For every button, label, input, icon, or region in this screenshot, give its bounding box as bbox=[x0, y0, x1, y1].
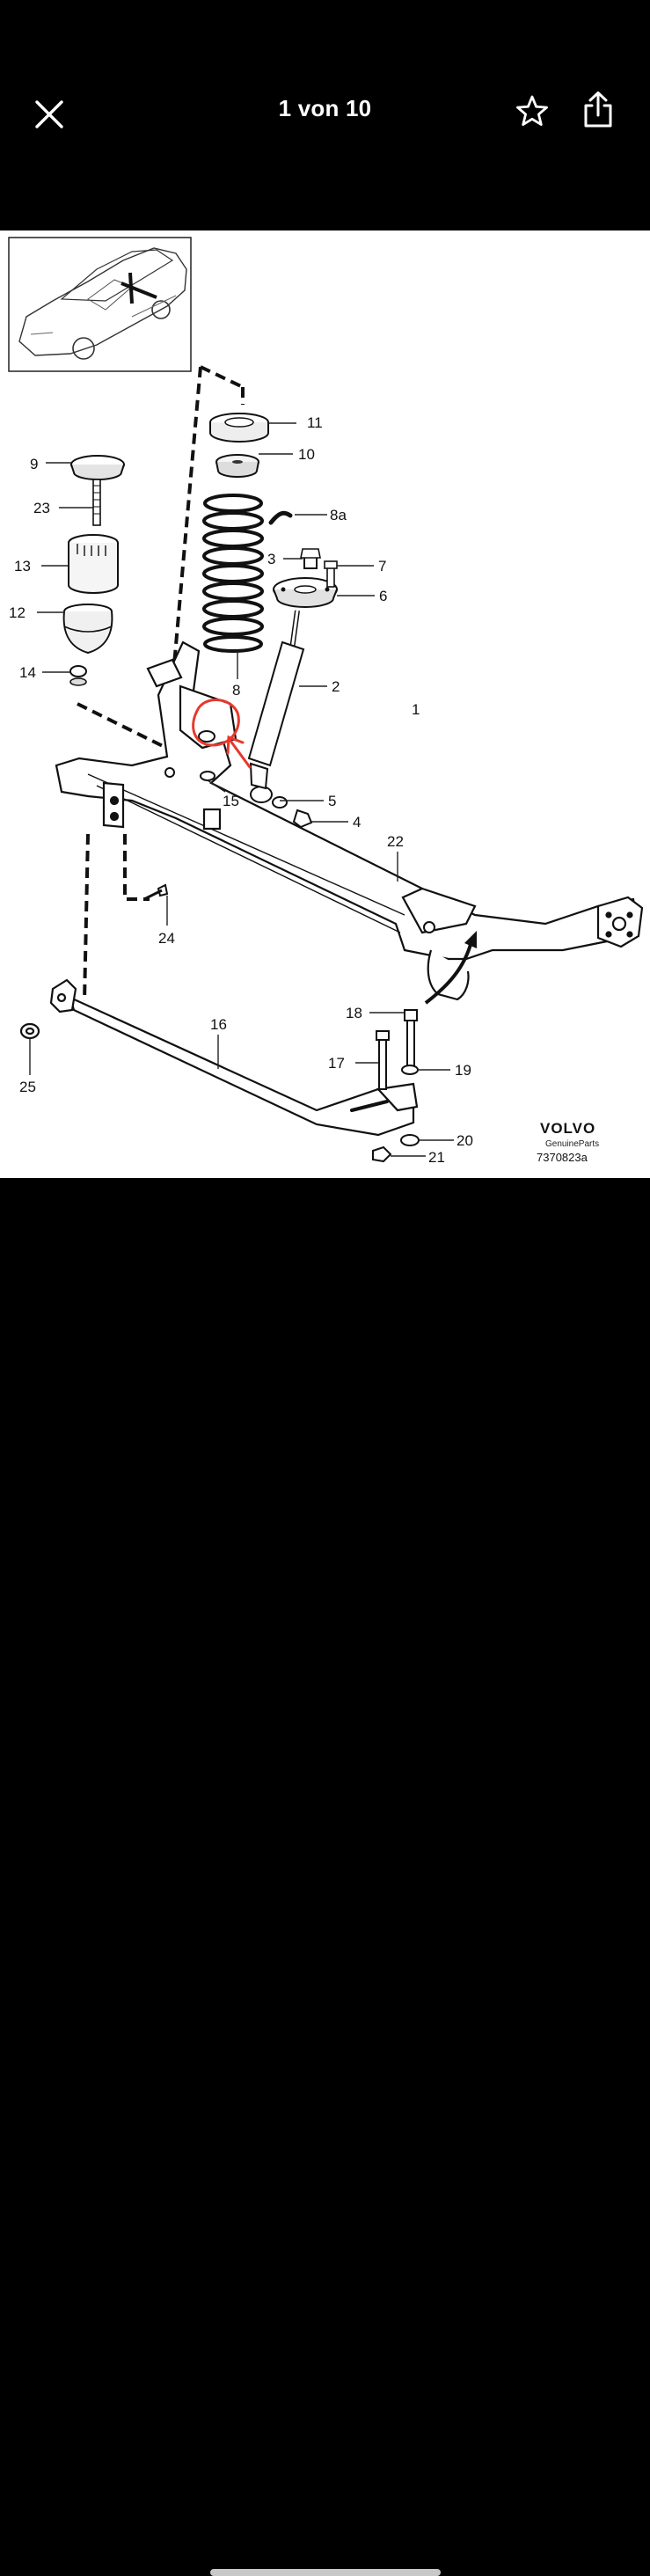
coil-spring bbox=[202, 494, 264, 653]
parts-diagram: 11 10 8a 3 7 6 2 8 1 9 23 13 12 14 15 5 … bbox=[8, 237, 644, 1166]
label-20: 20 bbox=[456, 1132, 473, 1149]
label-17: 17 bbox=[328, 1055, 345, 1072]
label-14: 14 bbox=[19, 664, 36, 681]
label-11: 11 bbox=[307, 414, 323, 431]
label-9: 9 bbox=[30, 456, 38, 472]
label-24: 24 bbox=[158, 930, 175, 947]
clip-part bbox=[268, 510, 293, 525]
label-7: 7 bbox=[378, 558, 386, 574]
favorite-button[interactable] bbox=[514, 93, 551, 130]
label-15: 15 bbox=[223, 793, 239, 809]
bolt-dot bbox=[164, 767, 175, 778]
label-8: 8 bbox=[232, 682, 240, 699]
spring-seat bbox=[198, 730, 215, 743]
label-8a: 8a bbox=[330, 507, 347, 523]
spring-pad bbox=[215, 454, 259, 478]
viewer-top-bar: 1 von 10 bbox=[0, 0, 650, 231]
stabilizer-bar bbox=[19, 978, 419, 1137]
bump-stop-assembly bbox=[62, 455, 125, 686]
label-25: 25 bbox=[19, 1079, 36, 1095]
dashed-guides bbox=[77, 365, 245, 1002]
close-icon bbox=[35, 100, 63, 128]
home-indicator[interactable] bbox=[210, 2569, 441, 2576]
brand-logo: VOLVO bbox=[540, 1120, 595, 1137]
arrow-head bbox=[464, 931, 477, 948]
highlight-marking bbox=[192, 699, 252, 769]
label-13: 13 bbox=[14, 558, 31, 574]
label-18: 18 bbox=[346, 1005, 362, 1021]
label-22: 22 bbox=[387, 833, 404, 850]
label-5: 5 bbox=[328, 793, 336, 809]
shock-absorber bbox=[247, 610, 305, 803]
axle-stud bbox=[423, 921, 435, 933]
leader-lines bbox=[29, 422, 454, 1157]
label-21: 21 bbox=[428, 1149, 445, 1166]
photo-viewport[interactable]: 11 10 8a 3 7 6 2 8 1 9 23 13 12 14 15 5 … bbox=[0, 231, 650, 1178]
star-icon bbox=[516, 95, 548, 126]
label-23: 23 bbox=[33, 500, 50, 516]
label-12: 12 bbox=[9, 604, 26, 621]
spring-seat-upper bbox=[209, 413, 269, 443]
label-2: 2 bbox=[332, 678, 340, 695]
share-icon bbox=[584, 91, 612, 128]
image-counter: 1 von 10 bbox=[278, 95, 372, 121]
label-3: 3 bbox=[267, 551, 275, 567]
close-button[interactable] bbox=[30, 95, 69, 134]
label-16: 16 bbox=[210, 1016, 227, 1033]
label-19: 19 bbox=[455, 1062, 471, 1079]
car-inset bbox=[8, 237, 192, 372]
drawing-number: 7370823a bbox=[537, 1151, 588, 1164]
bolt-part-24 bbox=[143, 883, 169, 901]
direction-arrow bbox=[424, 940, 473, 1005]
share-button[interactable] bbox=[579, 90, 617, 130]
nut-part bbox=[200, 771, 215, 781]
shock-top-mount bbox=[273, 548, 338, 608]
label-10: 10 bbox=[298, 446, 315, 463]
label-4: 4 bbox=[353, 814, 361, 831]
brand-subtitle: GenuineParts bbox=[545, 1139, 599, 1149]
label-6: 6 bbox=[379, 588, 387, 604]
shock-bolt bbox=[272, 796, 313, 829]
label-1: 1 bbox=[412, 701, 420, 718]
rear-axle bbox=[55, 640, 644, 1001]
viewer-bottom-bar bbox=[0, 1178, 650, 2576]
brand-block: VOLVO GenuineParts 7370823a bbox=[537, 1120, 599, 1164]
part-labels: 11 10 8a 3 7 6 2 8 1 9 23 13 12 14 15 5 … bbox=[9, 414, 473, 1166]
